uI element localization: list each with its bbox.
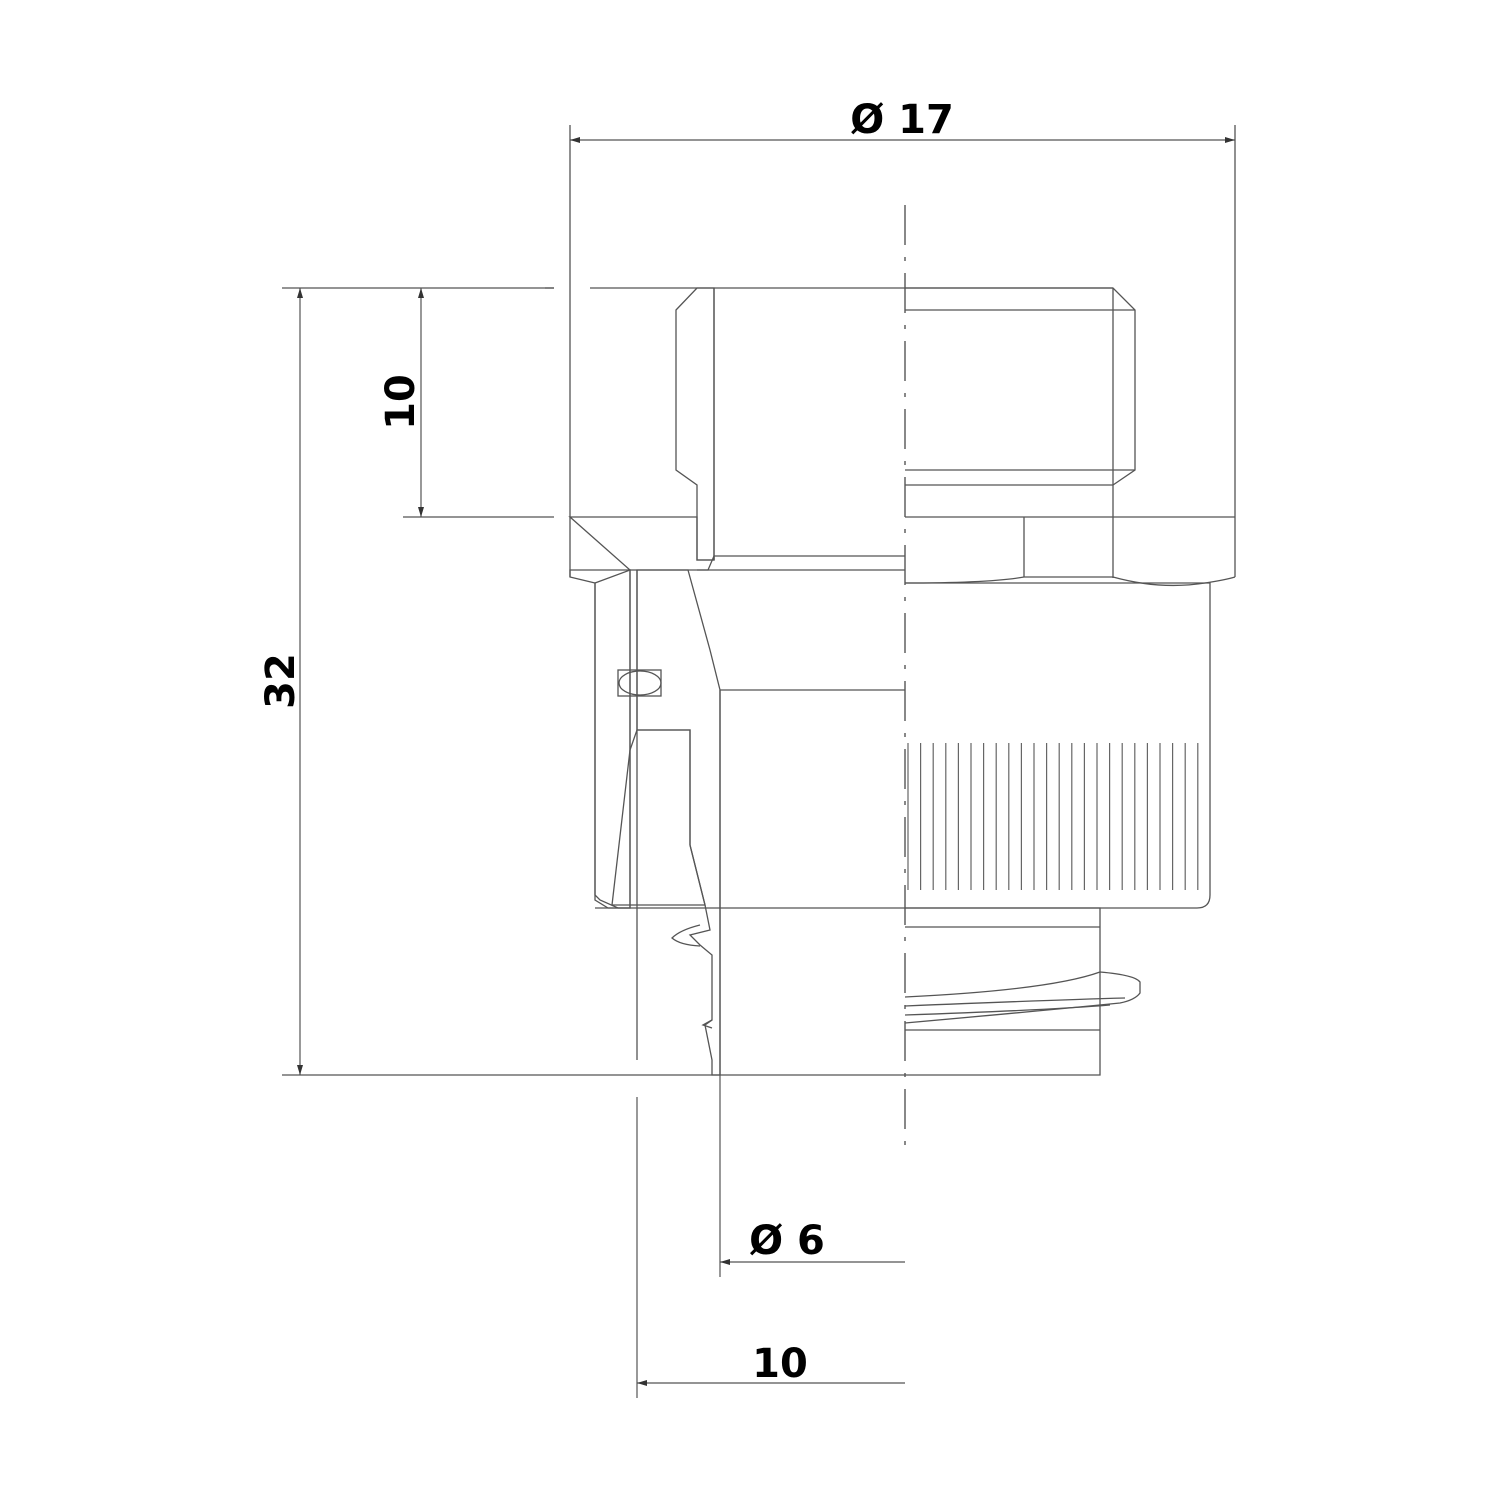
svg-text:32: 32 [258, 653, 304, 709]
svg-text:10: 10 [378, 374, 424, 430]
exterior-view [720, 287, 1236, 1076]
dimension-overall-height: 32 [258, 287, 720, 1076]
o-ring [617, 669, 662, 697]
svg-text:Ø 17: Ø 17 [850, 97, 954, 143]
dimension-bottom-radius: 10 [636, 1097, 905, 1398]
dimension-inner-diameter: Ø 6 [719, 1075, 905, 1277]
section-outlines [545, 125, 1236, 1075]
knurling [907, 743, 1199, 890]
dimension-thread-length: 10 [378, 288, 554, 518]
svg-text:10: 10 [752, 1341, 808, 1387]
dimension-overall-diameter: Ø 17 [570, 97, 1235, 143]
barb-profile [671, 924, 713, 1029]
svg-text:Ø 6: Ø 6 [749, 1218, 825, 1264]
section-body [568, 287, 721, 1076]
